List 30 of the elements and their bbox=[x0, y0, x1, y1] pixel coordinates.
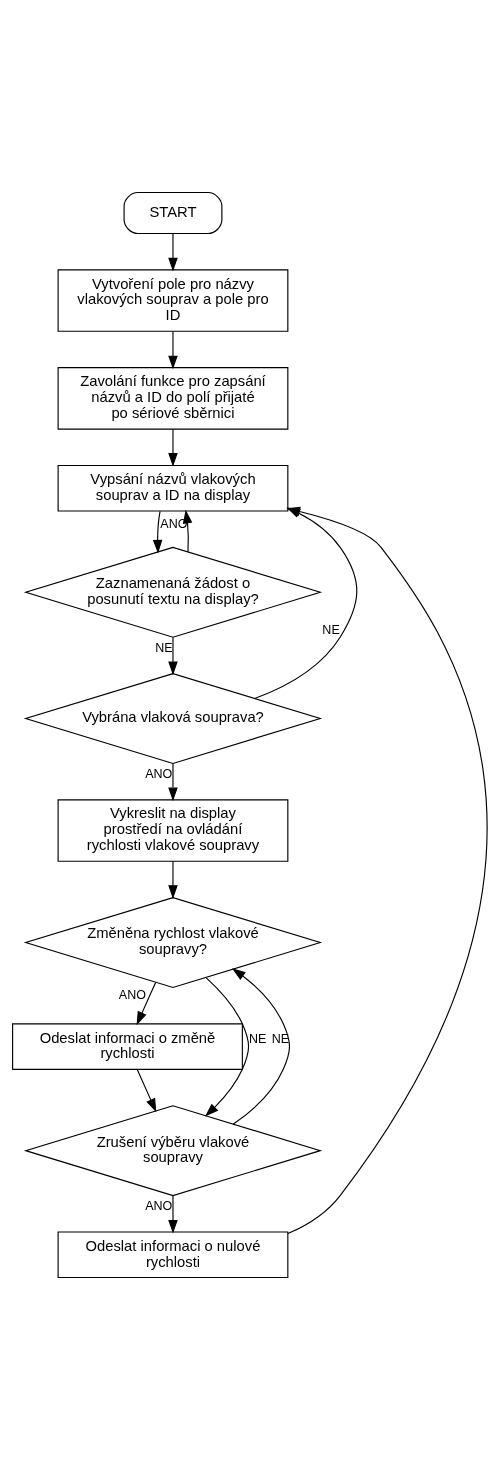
edge-label: ANO bbox=[145, 1198, 173, 1213]
node-box: Vytvoření pole pro názvy vlakových souprav a pole pro ID bbox=[57, 269, 289, 332]
arrow bbox=[136, 1069, 157, 1113]
node-box: Vykreslit na display prostředí na ovládání rychlosti vlakové soupravy bbox=[57, 799, 289, 862]
arrow bbox=[136, 981, 157, 1026]
arrow bbox=[168, 636, 178, 676]
edge-label: ANO bbox=[160, 516, 188, 531]
arrow bbox=[168, 428, 178, 467]
node-diamond: Zaznamenaná žádost o posunutí textu na display? bbox=[23, 546, 323, 638]
arrow bbox=[205, 977, 250, 1117]
arrow bbox=[152, 510, 163, 554]
node-box: Odeslat informaci o změně rychlosti bbox=[12, 1023, 243, 1070]
edge-label: ANO bbox=[118, 988, 146, 1003]
node-box: Odeslat informaci o nulové rychlosti bbox=[57, 1231, 289, 1278]
edge-label: NE bbox=[322, 622, 340, 637]
node-diamond: Vybrána vlaková souprava? bbox=[23, 673, 323, 765]
arrow bbox=[231, 968, 291, 1125]
node-diamond: Změněna rychlost vlakové soupravy? bbox=[23, 897, 323, 989]
arrow bbox=[168, 860, 178, 899]
edge-label: NE bbox=[271, 1031, 290, 1046]
arrow bbox=[168, 763, 178, 802]
arrow bbox=[168, 330, 178, 370]
arrow bbox=[168, 232, 178, 272]
node-box: START bbox=[123, 192, 223, 235]
node-box: Zavolání funkce pro zapsání názvů a ID do polí přijaté po sériové sběrnici bbox=[57, 367, 289, 430]
edge-label: ANO bbox=[145, 767, 173, 782]
edge-label: NE bbox=[248, 1031, 267, 1046]
arrow bbox=[168, 1195, 178, 1234]
node-box: Vypsání názvů vlakových souprav a ID na display bbox=[57, 464, 289, 512]
edge-label: NE bbox=[155, 640, 173, 655]
